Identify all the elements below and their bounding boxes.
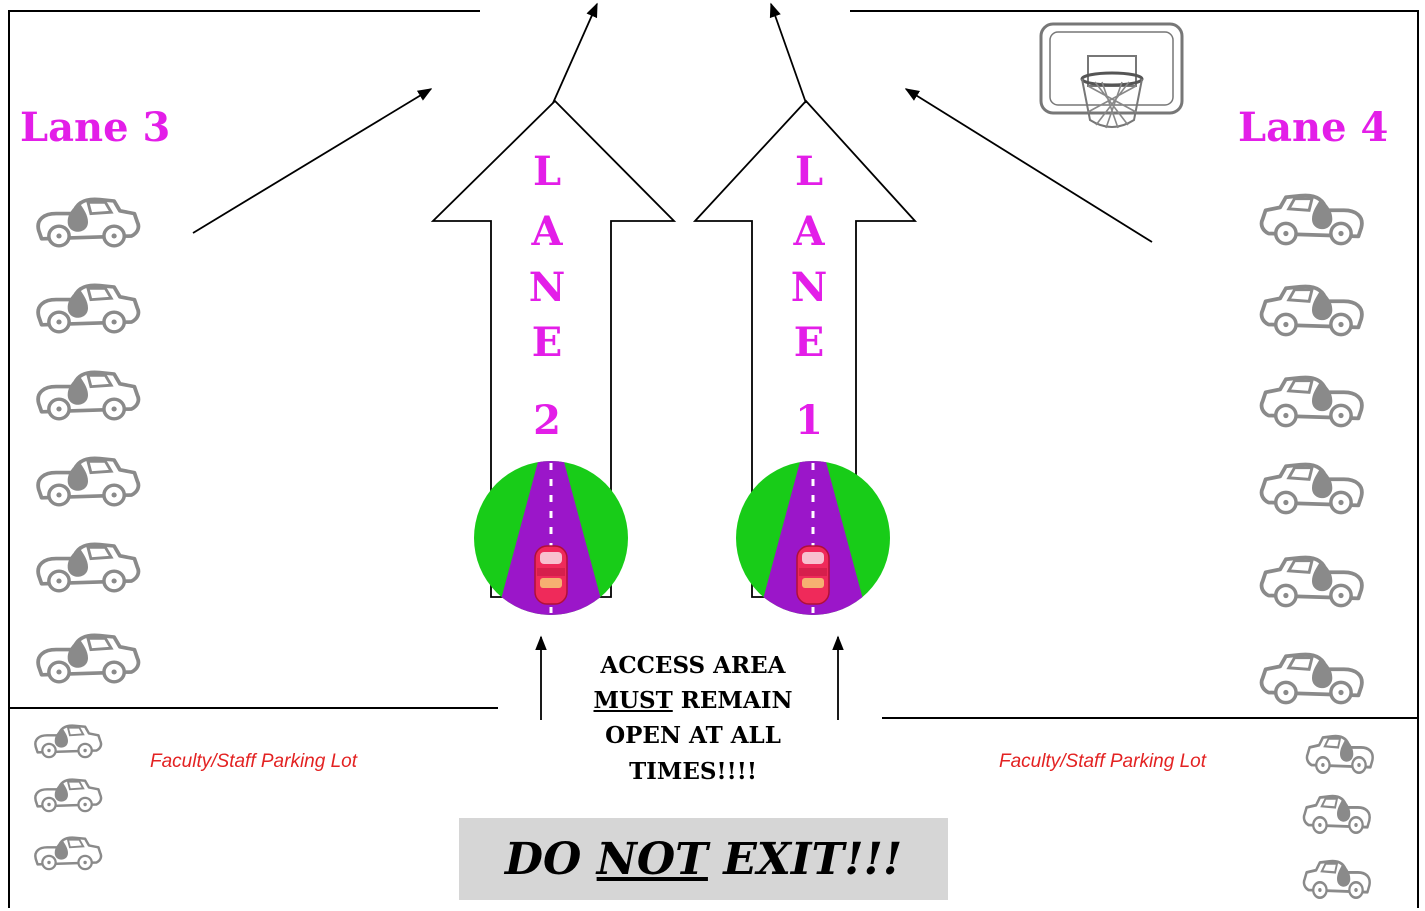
car-icon	[1262, 465, 1362, 513]
lane-4-title: Lane 4	[1238, 108, 1388, 148]
car-icon	[1307, 736, 1373, 773]
must-emphasis: MUST	[594, 687, 673, 714]
car-icon	[38, 458, 138, 504]
lane-2-letter: A	[517, 212, 577, 252]
car-icon	[38, 372, 138, 418]
access-line-1: ACCESS AREA	[548, 648, 838, 683]
car-icon	[1262, 655, 1362, 703]
exit-post: EXIT!!!	[708, 834, 902, 885]
car-icon	[1262, 558, 1362, 606]
lane-2-letter: N	[517, 268, 577, 308]
right-lot-cars	[1304, 736, 1373, 898]
exit-pre: DO	[505, 834, 597, 885]
lane-4-car-queue	[1262, 196, 1362, 703]
car-icon	[35, 780, 101, 812]
left-lot-label: Faculty/Staff Parking Lot	[150, 751, 357, 773]
do-not-exit-banner: DO NOT EXIT!!!	[459, 818, 948, 900]
car-icon	[1304, 796, 1370, 833]
car-icon	[1304, 861, 1370, 898]
lane-1-letter: E	[779, 323, 839, 363]
car-icon	[35, 726, 101, 758]
access-line-4: TIMES!!!!	[548, 754, 838, 789]
car-icon	[38, 199, 138, 245]
basketball-hoop-icon	[1041, 24, 1182, 128]
right-lot-label: Faculty/Staff Parking Lot	[999, 751, 1206, 773]
lane-2-letter: L	[517, 152, 577, 192]
lane-1-number: 1	[779, 401, 839, 441]
access-line-2-rest: REMAIN	[673, 687, 793, 714]
lane-3-title: Lane 3	[20, 108, 170, 148]
car-icon	[1262, 287, 1362, 335]
car-icon	[1262, 378, 1362, 426]
car-icon	[38, 635, 138, 681]
lane-2-number: 2	[517, 401, 577, 441]
car-icon	[35, 838, 101, 870]
lane-1-letter: L	[779, 152, 839, 192]
lane-1-letter: N	[779, 268, 839, 308]
access-line-2: MUST REMAIN	[548, 683, 838, 718]
car-icon	[38, 544, 138, 590]
direction-arrows	[193, 4, 1152, 720]
left-lot-cars	[35, 726, 101, 870]
car-icon	[1262, 196, 1362, 244]
lane-3-car-queue	[38, 199, 138, 681]
car-icon	[38, 285, 138, 331]
access-area-notice: ACCESS AREA MUST REMAIN OPEN AT ALL TIME…	[548, 648, 838, 789]
lane-2-letter: E	[517, 323, 577, 363]
exit-not: NOT	[597, 834, 708, 885]
access-line-3: OPEN AT ALL	[548, 718, 838, 753]
lane-1-letter: A	[779, 212, 839, 252]
